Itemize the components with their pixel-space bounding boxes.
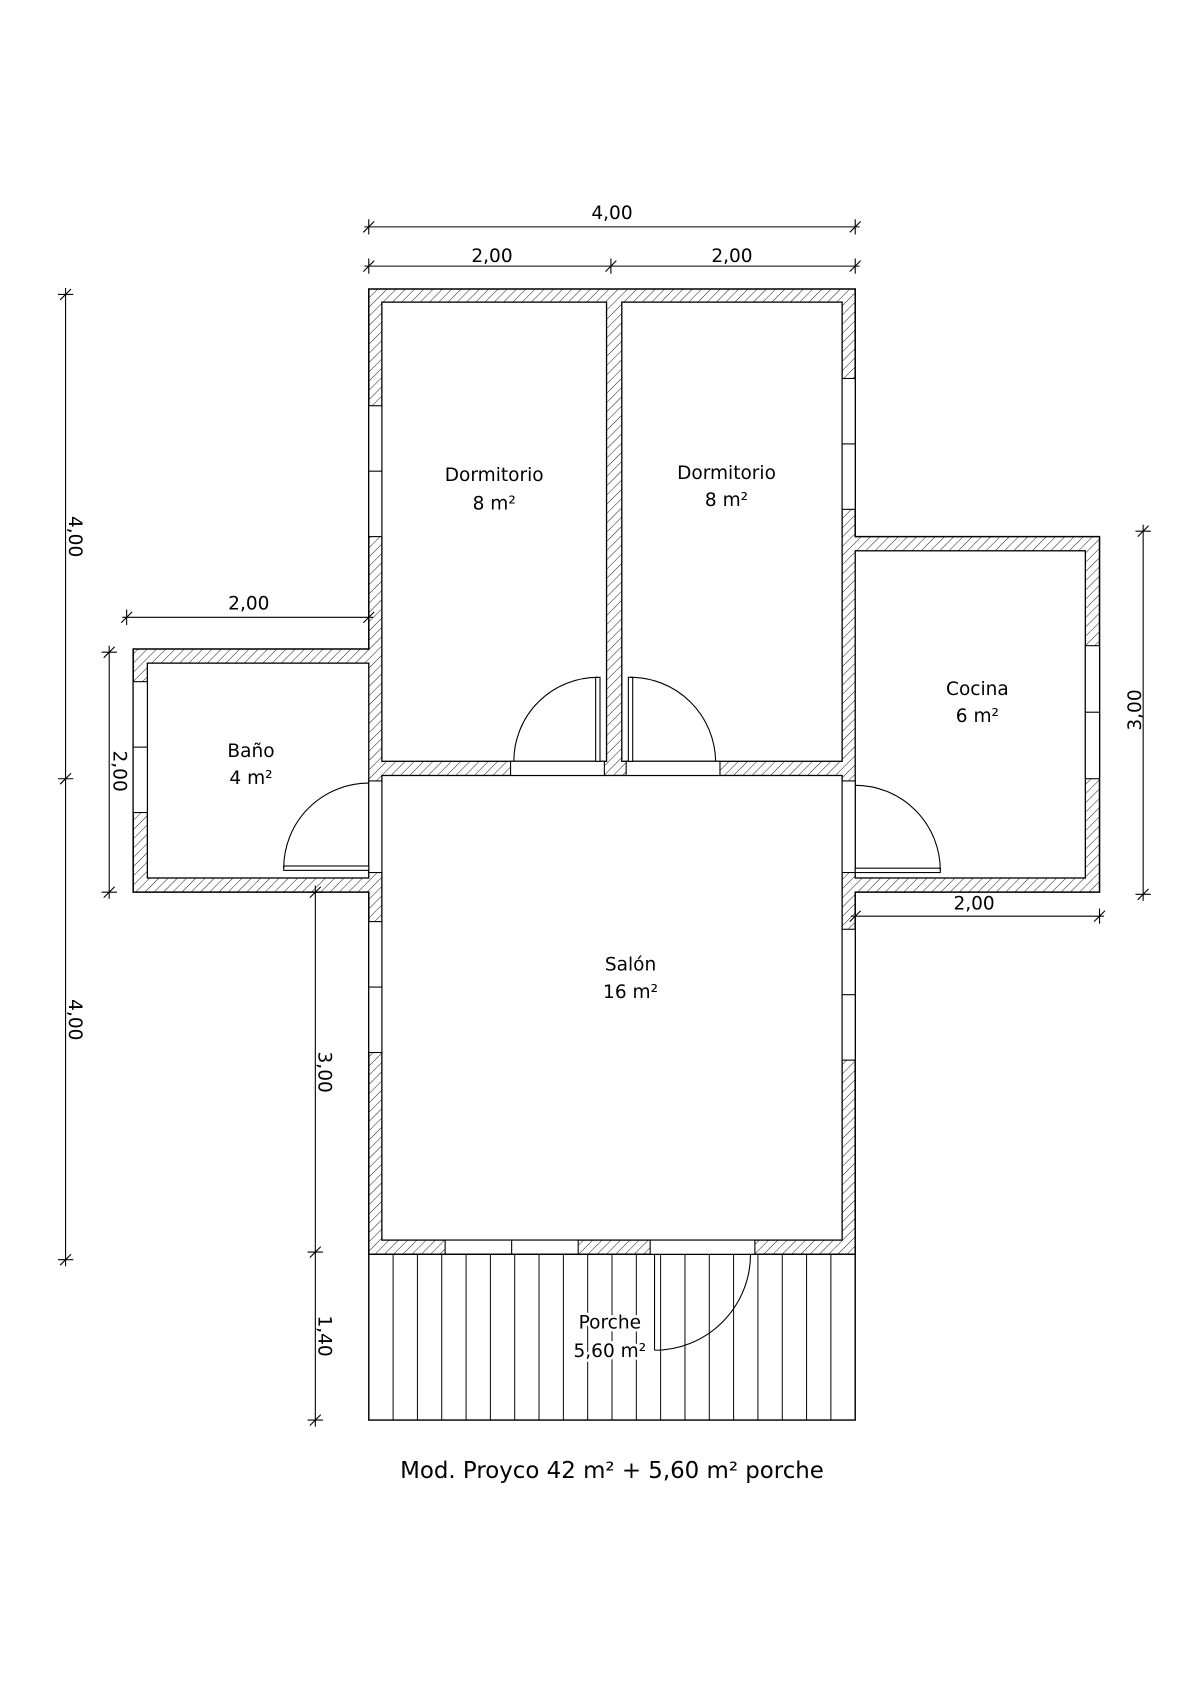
window-salon-front <box>444 1239 579 1255</box>
door-opening-dormitorio-2 <box>625 760 721 777</box>
room-area-bano: 4 m² <box>229 768 272 789</box>
dimension-total-width <box>362 218 862 236</box>
room-area-salon: 16 m² <box>603 982 658 1003</box>
dimension-cocina-width <box>849 907 1106 925</box>
porch-boards <box>392 1254 832 1421</box>
room-salon <box>381 774 843 1241</box>
room-label-dormitorio-1: Dormitorio <box>445 465 544 486</box>
room-label-salon: Salón <box>605 955 656 976</box>
door-bano <box>283 782 370 871</box>
room-label-dormitorio-2: Dormitorio <box>677 463 776 484</box>
window-bano <box>132 681 148 814</box>
door-opening-cocina <box>841 780 856 874</box>
dimension-label-cocina-width: 2,00 <box>953 894 994 915</box>
window-dormitorio-2 <box>841 377 856 510</box>
dimension-label-bano-depth: 2,00 <box>109 750 130 791</box>
dimension-label-total-width: 4,00 <box>591 203 632 224</box>
window-dormitorio-1 <box>368 405 383 538</box>
door-opening-entrance <box>649 1239 756 1255</box>
dimension-dormitorio-widths <box>362 257 862 275</box>
room-dormitorio-2 <box>621 301 843 762</box>
plan-caption: Mod. Proyco 42 m² + 5,60 m² porche <box>400 1458 824 1484</box>
room-area-cocina: 6 m² <box>956 706 999 727</box>
dimension-bano-depth <box>101 645 118 899</box>
porch-deck <box>368 1253 856 1421</box>
dimension-label-porche-depth: 1,40 <box>314 1315 335 1356</box>
room-label-cocina: Cocina <box>946 679 1009 700</box>
dimension-label-cocina-depth: 3,00 <box>1125 689 1146 730</box>
window-salon-left <box>368 921 383 1054</box>
room-label-porche: Porche <box>579 1312 641 1333</box>
dimension-cocina-depth <box>1134 524 1152 901</box>
door-cocina <box>854 784 941 874</box>
room-label-bano: Baño <box>227 741 274 762</box>
dimension-left-total <box>57 287 74 1267</box>
dimension-label-dormitorio-1-width: 2,00 <box>471 246 512 267</box>
room-area-dormitorio-1: 8 m² <box>473 493 516 514</box>
window-salon-right <box>841 928 856 1061</box>
dimension-label-bano-width: 2,00 <box>228 594 269 615</box>
door-opening-bano <box>368 780 383 874</box>
door-entrance <box>653 1254 752 1351</box>
dimension-label-left-lower: 4,00 <box>64 999 85 1040</box>
door-dormitorio-1 <box>513 676 601 762</box>
dimension-label-dormitorio-2-width: 2,00 <box>711 246 752 267</box>
window-cocina <box>1084 645 1101 780</box>
room-area-dormitorio-2: 8 m² <box>705 490 748 511</box>
room-dormitorio-1 <box>381 301 608 762</box>
dimension-label-salon-depth: 3,00 <box>314 1052 335 1093</box>
door-opening-dormitorio-1 <box>510 760 605 777</box>
dimension-bano-width <box>120 609 375 626</box>
dimension-label-left-upper: 4,00 <box>64 516 85 557</box>
room-area-porche: 5,60 m² <box>573 1341 646 1362</box>
room-cocina <box>854 550 1087 879</box>
door-dormitorio-2 <box>627 676 717 762</box>
dimension-salon-porch <box>307 885 324 1427</box>
